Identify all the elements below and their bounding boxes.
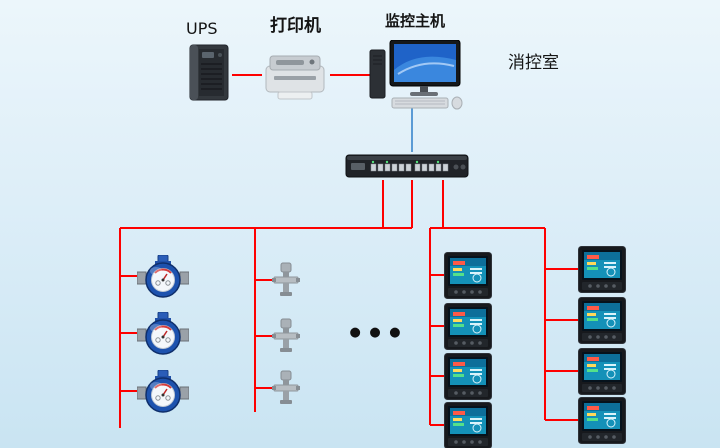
- network-switch-icon: [345, 154, 469, 178]
- water-meter-icon: [137, 312, 189, 355]
- power-meter-icon: [444, 303, 492, 350]
- power-meter-icon: [444, 353, 492, 400]
- ellipsis-more-devices: ● ● ●: [349, 325, 403, 340]
- water-meter-icon: [137, 370, 189, 413]
- power-meter-icon: [444, 402, 492, 448]
- ups-label: UPS: [186, 19, 218, 38]
- power-meter-icon: [578, 397, 626, 444]
- water-meter-icon: [137, 255, 189, 298]
- valve-icon: [272, 262, 300, 296]
- power-meter-icon: [578, 246, 626, 293]
- valve-icon: [272, 370, 300, 404]
- monitor-host-label: 监控主机: [385, 12, 446, 30]
- power-meter-icon: [578, 297, 626, 344]
- valve-icon: [272, 318, 300, 352]
- monitor-host-icon: [369, 40, 463, 110]
- printer-icon: [265, 55, 325, 100]
- power-meter-icon: [578, 348, 626, 395]
- ups-tower-icon: [189, 44, 229, 101]
- printer-label: 打印机: [270, 16, 321, 36]
- power-meter-icon: [444, 252, 492, 299]
- control-room-label: 消控室: [508, 53, 559, 73]
